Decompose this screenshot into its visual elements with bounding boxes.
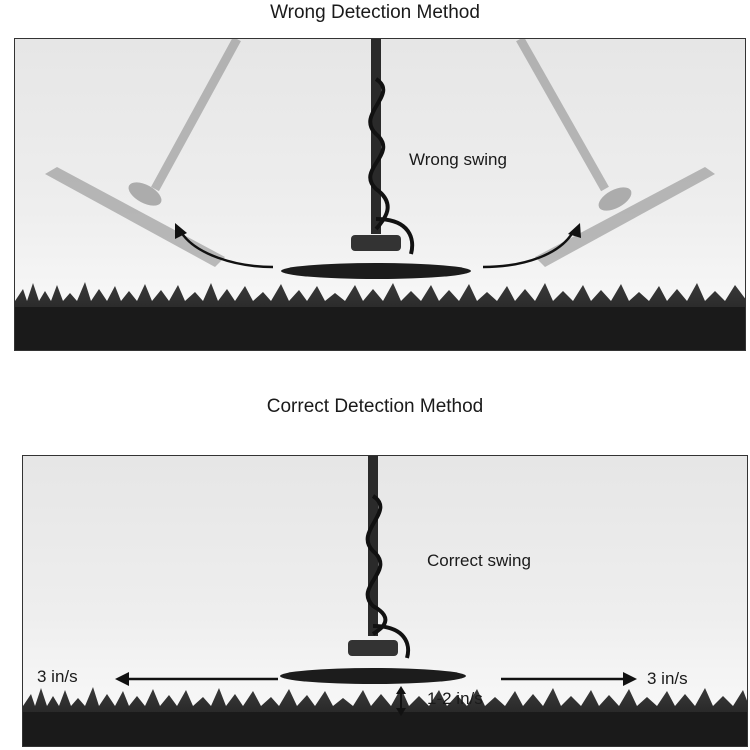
correct-method-title: Correct Detection Method: [266, 396, 484, 417]
correct-swing-label: Correct swing: [427, 551, 531, 570]
wrong-swing-illustration: [15, 39, 745, 350]
height-label: 1-2 in/s: [427, 689, 483, 708]
correct-swing-panel: Correct swing 3 in/s 3 in/s 1-2 in/s: [22, 455, 748, 747]
left-speed-label: 3 in/s: [37, 667, 78, 686]
right-direction-arrow: [501, 672, 637, 686]
wrong-swing-panel: Wrong swing: [14, 38, 746, 351]
right-swing-arrow: [482, 223, 581, 269]
center-detector: [281, 39, 471, 279]
right-speed-label: 3 in/s: [647, 669, 688, 688]
grass-ground: [15, 282, 745, 350]
left-tilted-detector: [45, 39, 241, 267]
height-arrow: [396, 686, 406, 716]
left-direction-arrow: [115, 672, 278, 686]
center-detector: [280, 456, 466, 684]
wrong-method-title: Wrong Detection Method: [270, 2, 480, 23]
right-tilted-detector: [516, 39, 715, 267]
left-swing-arrow: [175, 223, 274, 269]
correct-swing-illustration: [23, 456, 747, 746]
wrong-swing-label: Wrong swing: [409, 150, 507, 169]
grass-ground: [23, 687, 747, 746]
